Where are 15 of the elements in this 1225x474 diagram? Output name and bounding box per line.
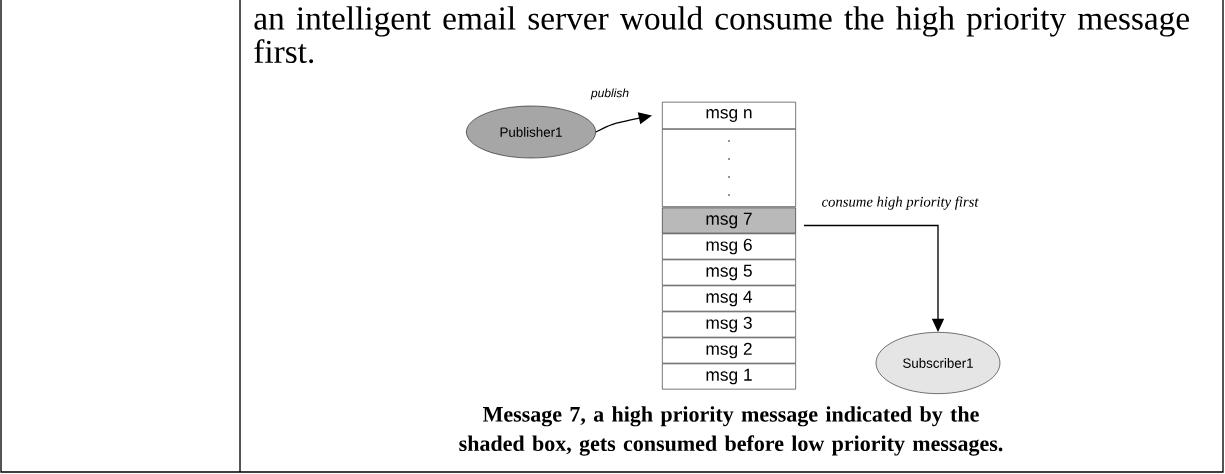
queue-cell: msg 1	[662, 363, 796, 390]
edge-label: publish	[590, 88, 629, 100]
queue-cell: msg 4	[662, 285, 796, 312]
arrow	[803, 224, 945, 332]
queue-cell: msg 6	[662, 233, 796, 260]
edge-label: consume high priority first	[822, 196, 979, 210]
ellipse-node: Publisher1	[466, 105, 596, 159]
body-text: an intelligent email server would consume the high priority message first.	[254, 6, 1189, 64]
queue-cell: msg 2	[662, 337, 796, 364]
queue-cell: msg 7	[662, 207, 796, 234]
figure-caption: Message 7, a high priority message indicated by the shaded box, gets consumed before low priority messages.	[459, 406, 1003, 456]
queue-cell: msg n	[662, 101, 796, 130]
queue-cell: msg 3	[662, 311, 796, 338]
ellipse-node: Subscriber1	[875, 332, 1001, 394]
queue-cell: msg 5	[662, 259, 796, 286]
